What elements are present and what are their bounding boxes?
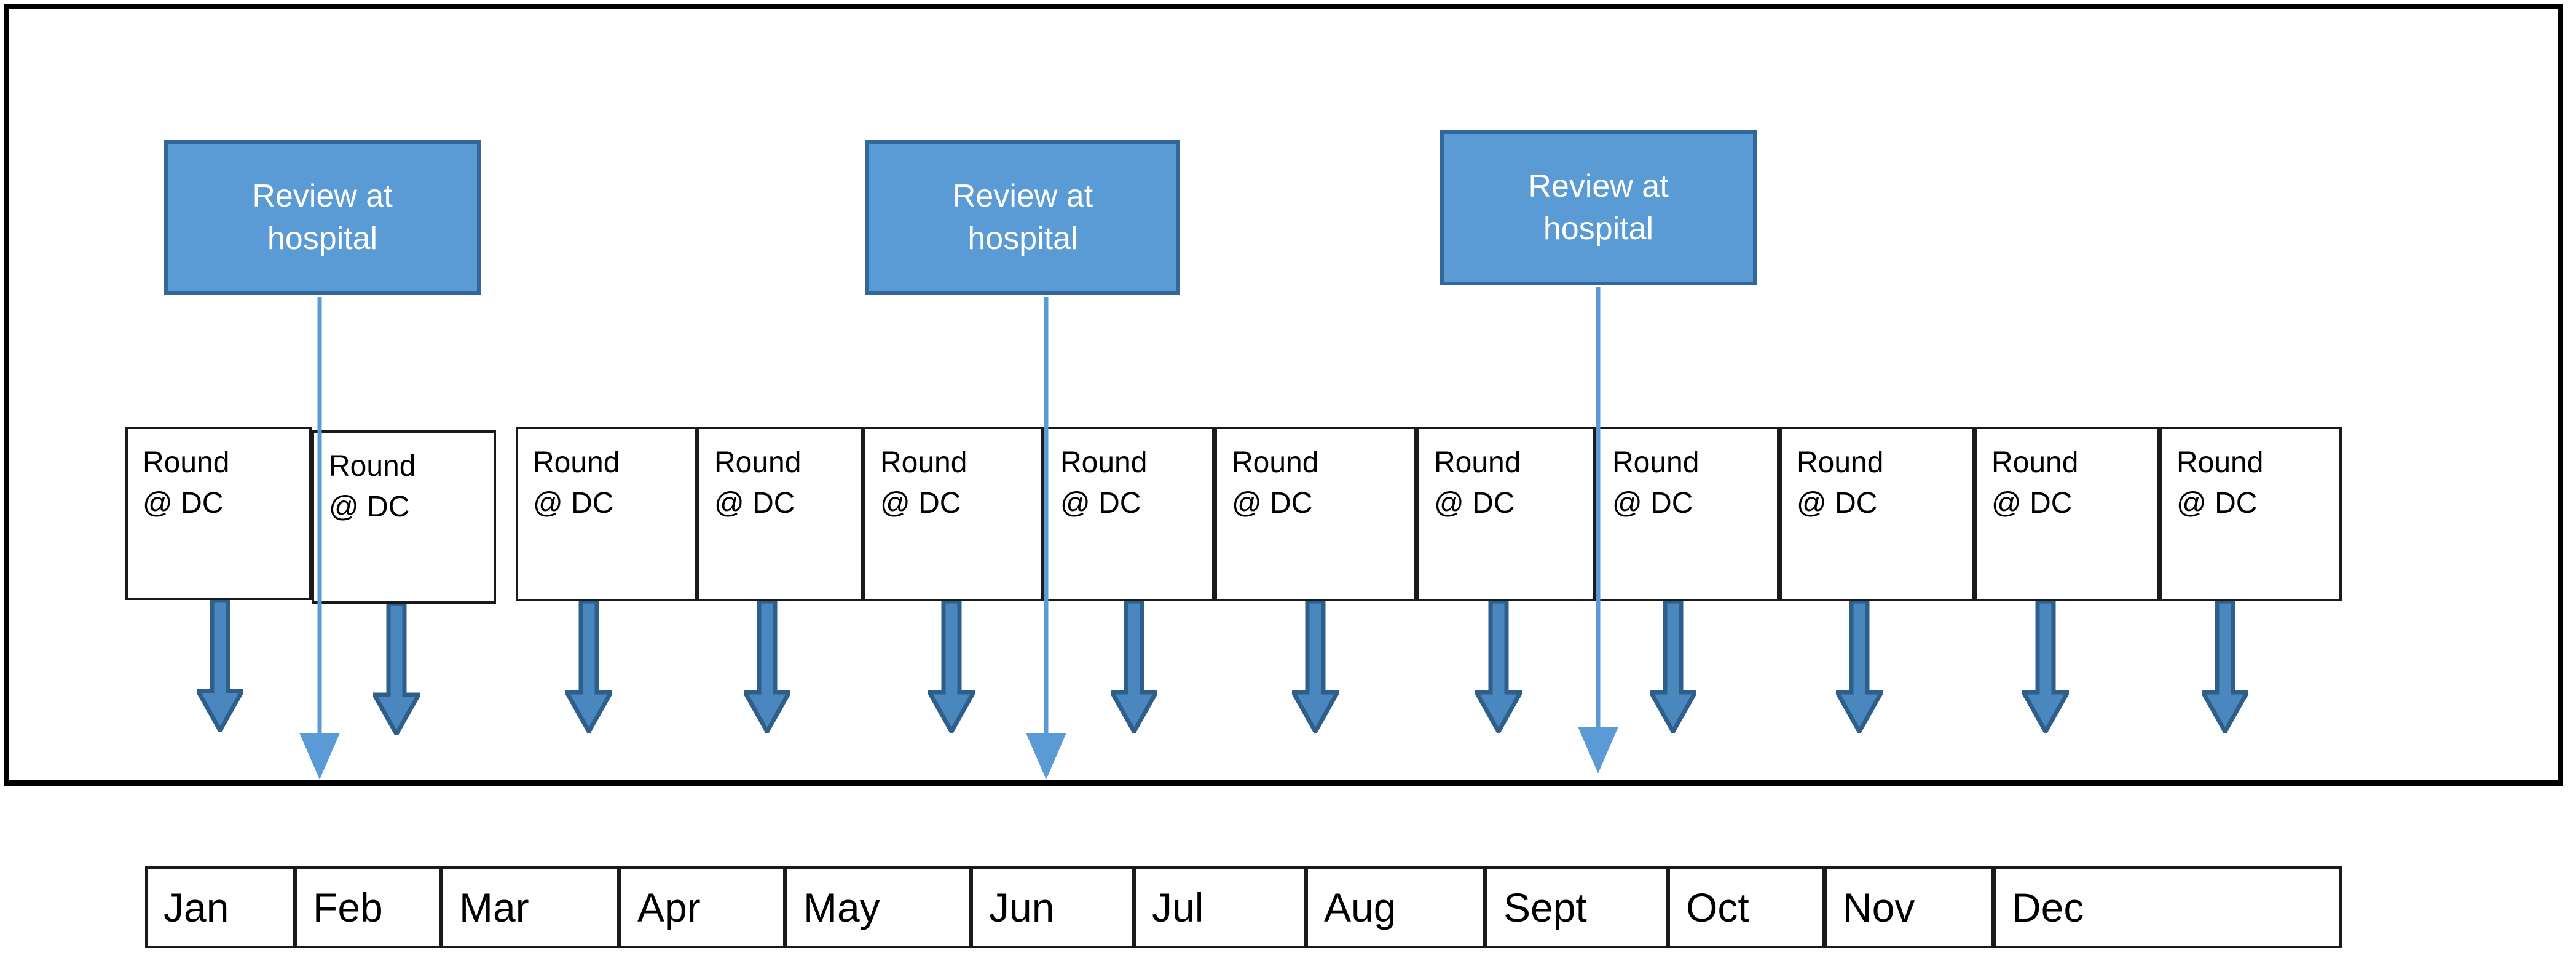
month-cell-dec[interactable]: Dec [1994,866,2342,948]
review-at-hospital-box[interactable]: Review at hospital [1440,130,1757,285]
round-at-dc-box[interactable]: Round @ DC [863,427,1043,601]
month-cell-nov[interactable]: Nov [1825,866,1994,948]
round-box-line-1: Round [329,450,416,483]
down-block-arrow-icon [371,601,422,739]
review-connector-arrow-icon [297,297,342,781]
month-cell-may[interactable]: May [786,866,971,948]
month-cell-oct[interactable]: Oct [1668,866,1825,948]
round-box-line-1: Round [1060,446,1148,479]
round-box-line-2: @ DC [533,487,614,520]
round-at-dc-box[interactable]: Round @ DC [312,430,496,604]
review-box-line-2: hospital [267,221,378,256]
review-box-line-1: Review at [952,178,1093,215]
down-block-arrow-icon [1290,599,1341,737]
month-label: Jan [163,884,229,930]
month-label: May [803,884,880,930]
round-at-dc-box[interactable]: Round @ DC [2159,427,2342,601]
round-at-dc-box[interactable]: Round @ DC [1974,427,2159,601]
round-at-dc-box[interactable]: Round @ DC [1215,427,1417,601]
down-block-arrow-icon [1647,599,1699,737]
round-box-line-1: Round [1232,446,1319,479]
review-box-line-2: hospital [967,221,1078,256]
round-box-line-2: @ DC [2176,487,2258,520]
round-box-line-1: Round [1434,446,1521,479]
month-cell-aug[interactable]: Aug [1306,866,1486,948]
month-label: Mar [459,884,529,930]
round-box-line-2: @ DC [880,487,961,520]
round-at-dc-box[interactable]: Round @ DC [516,427,697,601]
round-at-dc-box[interactable]: Round @ DC [125,427,312,600]
round-box-line-2: @ DC [1797,487,1878,520]
down-block-arrow-icon [2020,599,2071,737]
review-at-hospital-box[interactable]: Review at hospital [865,140,1180,295]
month-label: Feb [313,884,383,930]
review-connector-arrow-icon [1023,297,1069,781]
round-box-line-2: @ DC [1434,487,1515,520]
round-at-dc-box[interactable]: Round @ DC [1043,427,1215,601]
round-box-line-2: @ DC [714,487,795,520]
month-label: Oct [1686,884,1749,930]
month-label: Aug [1324,884,1396,930]
review-connector-arrow-icon [1575,287,1621,775]
review-box-line-1: Review at [252,178,393,215]
round-box-line-2: @ DC [1991,487,2073,520]
diagram-outer-frame [4,4,2563,786]
review-at-hospital-box[interactable]: Review at hospital [164,140,481,295]
round-at-dc-box[interactable]: Round @ DC [1417,427,1595,601]
round-box-line-2: @ DC [1060,487,1141,520]
round-at-dc-box[interactable]: Round @ DC [1595,427,1779,601]
down-block-arrow-icon [194,598,246,735]
down-block-arrow-icon [926,599,977,737]
down-block-arrow-icon [1473,599,1524,737]
round-box-line-1: Round [533,446,620,479]
month-cell-jun[interactable]: Jun [971,866,1134,948]
month-cell-jan[interactable]: Jan [145,866,295,948]
month-cell-sept[interactable]: Sept [1486,866,1668,948]
month-cell-apr[interactable]: Apr [620,866,786,948]
month-label: Apr [637,884,701,930]
down-block-arrow-icon [1834,599,1885,737]
round-box-line-1: Round [1797,446,1884,479]
round-box-line-1: Round [1612,446,1700,479]
month-label: Dec [2012,884,2084,930]
month-label: Jun [989,884,1055,930]
round-box-line-1: Round [2176,446,2264,479]
round-box-line-1: Round [880,446,967,479]
down-block-arrow-icon [563,599,615,737]
down-block-arrow-icon [1108,599,1160,737]
month-label: Nov [1843,884,1915,930]
round-box-line-1: Round [143,446,230,479]
month-cell-jul[interactable]: Jul [1134,866,1306,948]
month-label: Jul [1152,884,1204,930]
round-box-line-2: @ DC [143,487,224,520]
round-at-dc-box[interactable]: Round @ DC [1779,427,1974,601]
month-cell-mar[interactable]: Mar [441,866,620,948]
review-box-line-1: Review at [1528,168,1669,205]
review-box-line-2: hospital [1543,211,1654,247]
month-cell-feb[interactable]: Feb [295,866,441,948]
month-label: Sept [1503,884,1587,930]
round-box-line-2: @ DC [1612,487,1693,520]
down-block-arrow-icon [741,599,793,737]
round-box-line-2: @ DC [329,491,410,524]
round-box-line-1: Round [714,446,802,479]
round-box-line-1: Round [1991,446,2079,479]
round-at-dc-box[interactable]: Round @ DC [697,427,863,601]
round-box-line-2: @ DC [1232,487,1313,520]
down-block-arrow-icon [2199,599,2251,737]
